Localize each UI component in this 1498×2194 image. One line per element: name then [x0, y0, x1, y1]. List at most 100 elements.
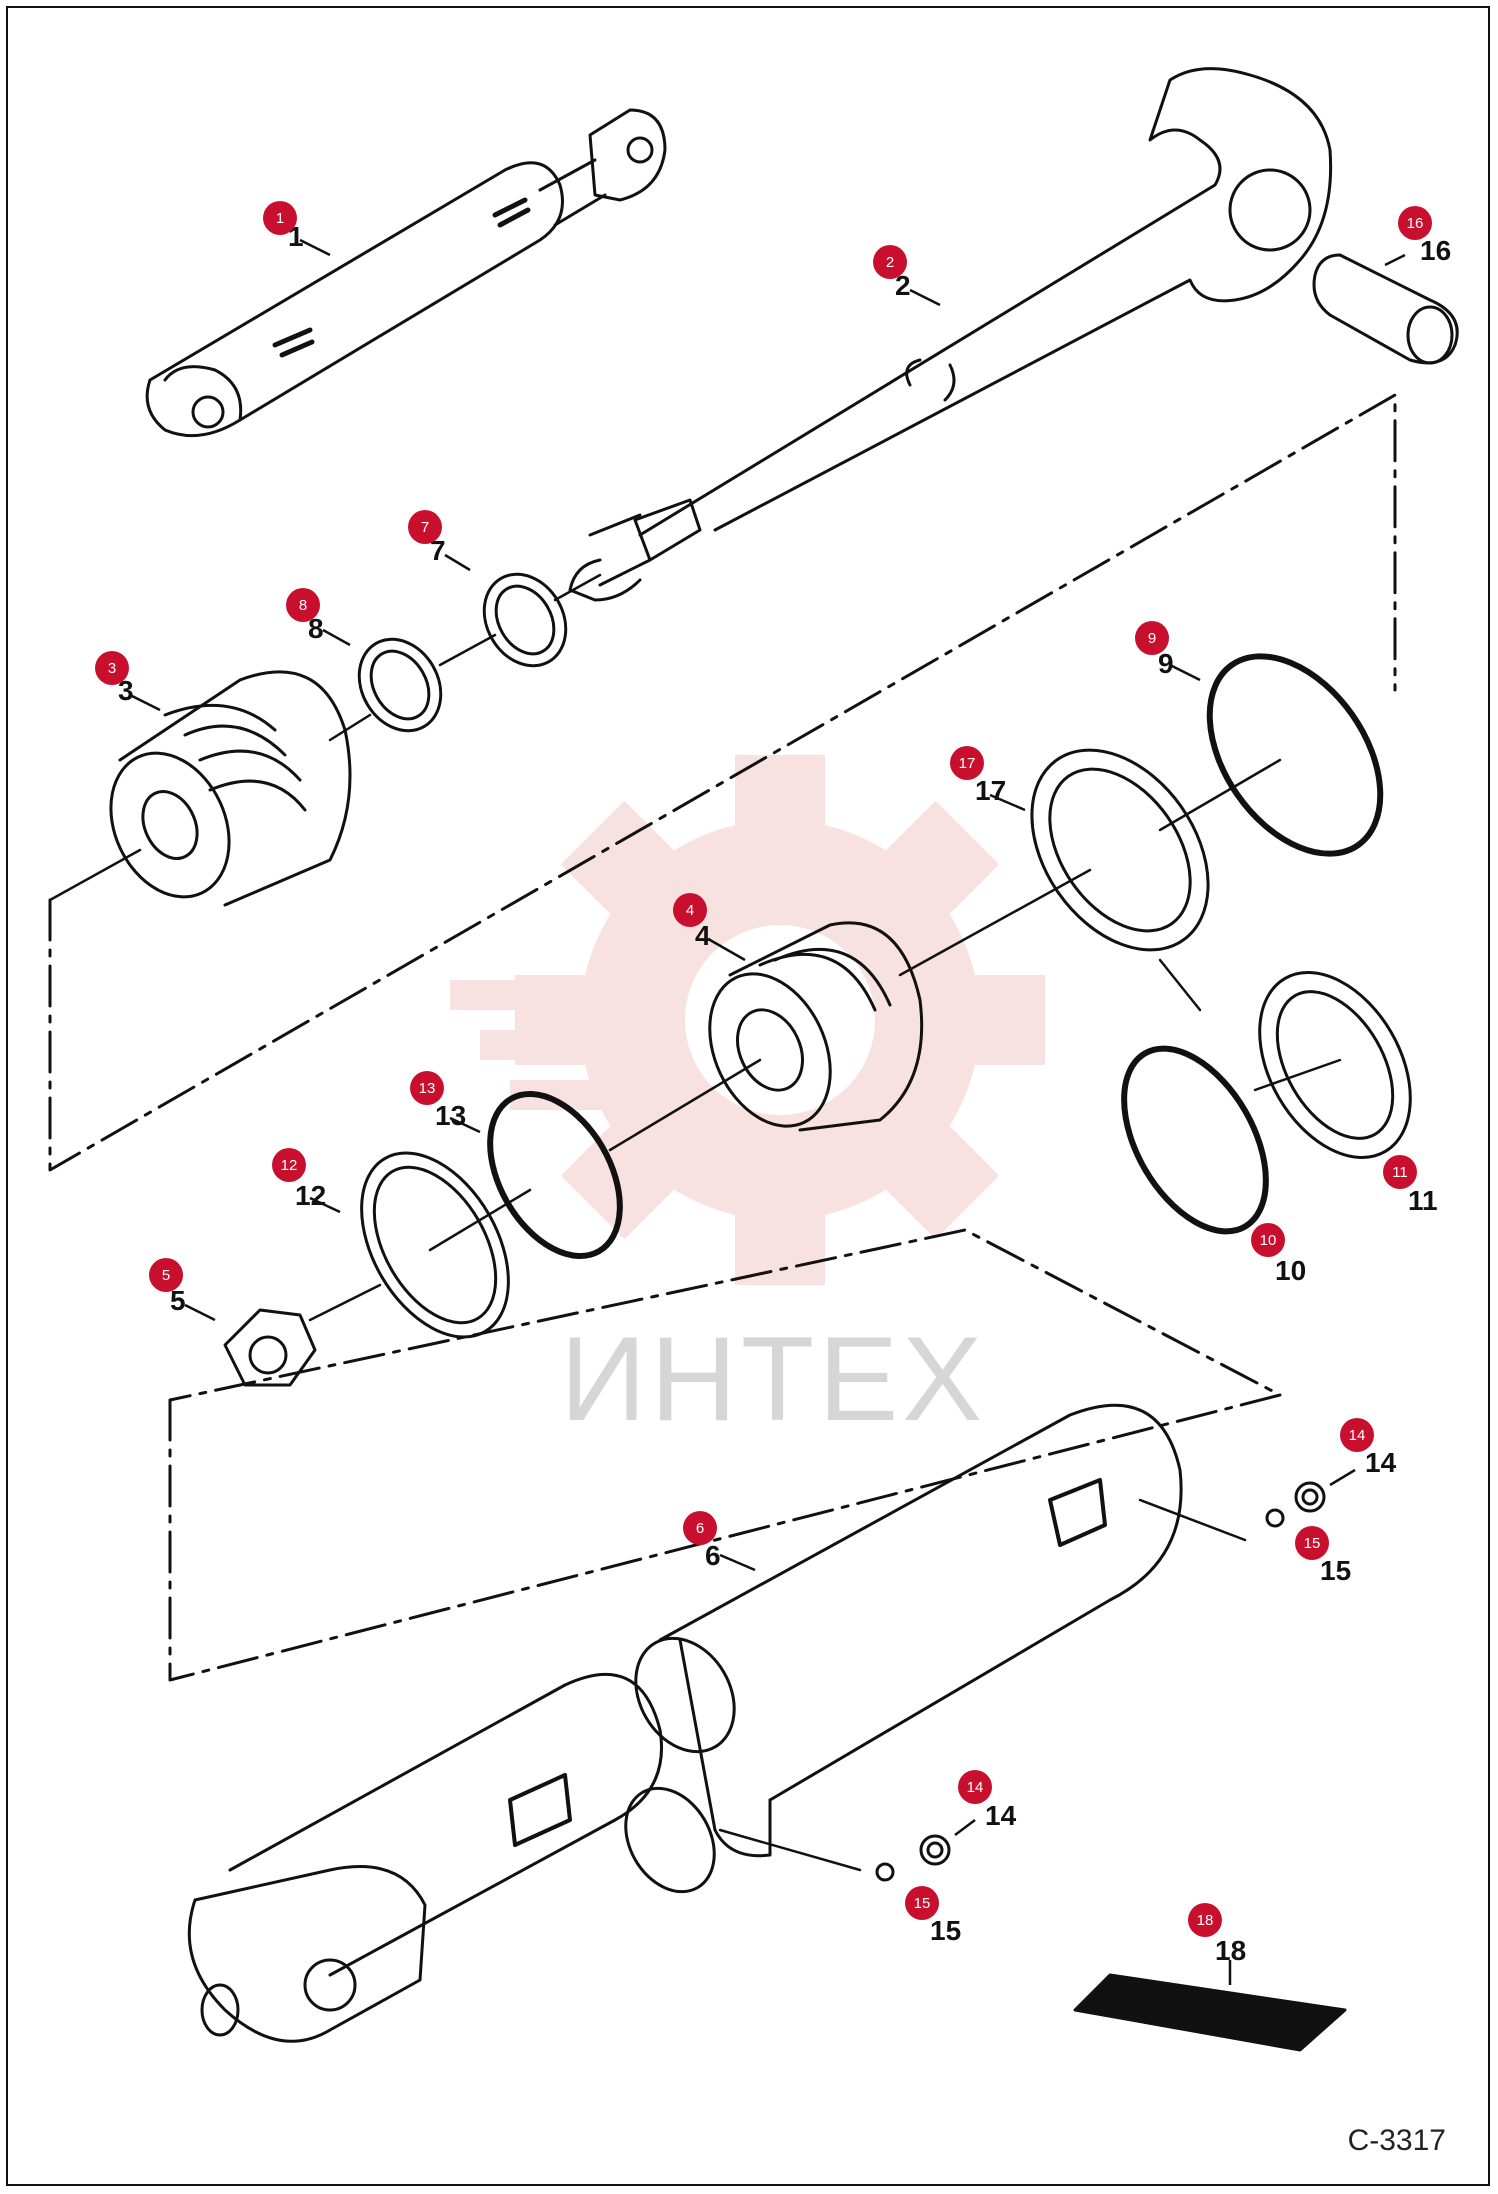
- callout-badge-label: 9: [1148, 630, 1156, 647]
- part-14-plug-top: [1294, 1481, 1326, 1513]
- part-4-piston: [708, 921, 924, 1132]
- callout-badge-label: 15: [914, 1895, 931, 1912]
- callout-leader-line: [322, 628, 351, 647]
- callout-badge[interactable]: [1135, 621, 1169, 655]
- callout-badge[interactable]: [1188, 1903, 1222, 1937]
- callout-number-label: 13: [435, 1100, 466, 1131]
- callout-badge[interactable]: [873, 245, 907, 279]
- callout-badge[interactable]: [95, 651, 129, 685]
- callout-badge[interactable]: [958, 1770, 992, 1804]
- callout-2[interactable]: 22: [873, 245, 941, 307]
- callout-badge[interactable]: [683, 1511, 717, 1545]
- part-15-o-ring-bottom: [875, 1862, 895, 1882]
- callout-number-label: 15: [1320, 1555, 1351, 1586]
- callout-4[interactable]: 44: [673, 893, 746, 962]
- callout-badge[interactable]: [272, 1148, 306, 1182]
- callout-9[interactable]: 99: [1135, 621, 1201, 682]
- callout-8[interactable]: 88: [286, 588, 351, 647]
- callout-3[interactable]: 33: [95, 651, 161, 712]
- callout-badge-label: 11: [1392, 1164, 1408, 1181]
- callout-badge[interactable]: [1383, 1155, 1417, 1189]
- callout-badge-label: 15: [1304, 1535, 1321, 1552]
- callout-badge-label: 18: [1197, 1912, 1214, 1929]
- callout-badge-label: 4: [686, 902, 694, 919]
- callout-number-label: 14: [985, 1800, 1017, 1831]
- callout-number-label: 8: [308, 613, 324, 644]
- part-6-cylinder-barrel: [187, 1403, 1183, 2043]
- callout-5[interactable]: 55: [149, 1258, 216, 1322]
- callout-badge[interactable]: [1340, 1418, 1374, 1452]
- callout-leader-line: [1384, 253, 1406, 267]
- part-5-lock-nut: [223, 1308, 317, 1387]
- diagram-frame: [6, 6, 1490, 2186]
- callout-badge[interactable]: [410, 1071, 444, 1105]
- callout-leader-line: [719, 1553, 756, 1572]
- callout-number-label: 9: [1158, 648, 1174, 679]
- part-15-o-ring-top: [1265, 1508, 1285, 1528]
- callout-badge[interactable]: [286, 588, 320, 622]
- callout-badge[interactable]: [263, 201, 297, 235]
- callout-number-label: 16: [1420, 235, 1451, 266]
- callout-leader-line: [309, 1196, 341, 1214]
- callout-number-label: 17: [975, 775, 1006, 806]
- callout-leader-line: [129, 693, 161, 712]
- callout-badge[interactable]: [950, 746, 984, 780]
- callout-badge[interactable]: [408, 510, 442, 544]
- callout-badge-label: 3: [108, 660, 116, 677]
- callout-leader-line: [989, 793, 1026, 812]
- part-8-wiper-seal: [357, 637, 443, 733]
- callout-7[interactable]: 77: [408, 510, 471, 572]
- callout-number-label: 10: [1275, 1255, 1306, 1286]
- callout-number-label: 11: [1408, 1185, 1438, 1216]
- part-3-gland: [109, 670, 352, 907]
- callout-leader-line: [1329, 1468, 1356, 1487]
- callout-badge-label: 14: [967, 1779, 984, 1796]
- callout-badge[interactable]: [1251, 1223, 1285, 1257]
- axis-lines: [48, 573, 1342, 1872]
- callout-6[interactable]: 66: [683, 1511, 756, 1572]
- callout-badge-label: 17: [959, 755, 976, 772]
- callout-badge-label: 13: [419, 1080, 436, 1097]
- callout-badge[interactable]: [673, 893, 707, 927]
- callout-badge-label: 6: [696, 1520, 704, 1537]
- callout-leader-line: [444, 553, 471, 572]
- part-17-backup-ring: [1030, 748, 1210, 952]
- part-1-cylinder-rod: [145, 108, 667, 438]
- callout-leader-line: [449, 1116, 481, 1134]
- callout-badge[interactable]: [1295, 1526, 1329, 1560]
- assembly-lines: [48, 393, 1397, 1682]
- part-16-bushing: [1312, 253, 1459, 365]
- callout-number-label: 3: [118, 675, 134, 706]
- callout-badge[interactable]: [1398, 206, 1432, 240]
- part-18-decal: [1073, 1973, 1347, 2052]
- part-10-o-ring: [1121, 1045, 1269, 1235]
- callout-number-label: 2: [895, 270, 911, 301]
- callout-badge-label: 14: [1349, 1427, 1366, 1444]
- callout-number-label: 14: [1365, 1447, 1397, 1478]
- callout-badge-label: 2: [886, 254, 894, 271]
- watermark-text: ИНТЕХ: [560, 1312, 986, 1446]
- callout-leader-line: [954, 1819, 976, 1836]
- callout-1[interactable]: 11: [263, 201, 331, 257]
- callout-number-label: 15: [930, 1915, 961, 1946]
- callout-number-label: 18: [1215, 1935, 1246, 1966]
- watermark-gear-logo: [450, 755, 1045, 1285]
- callout-badge[interactable]: [905, 1886, 939, 1920]
- callout-number-label: 7: [430, 535, 446, 566]
- callout-badge-label: 10: [1260, 1232, 1277, 1249]
- callout-badge-label: 7: [421, 519, 429, 536]
- callout-badge[interactable]: [149, 1258, 183, 1292]
- part-7-rod-seal: [482, 572, 568, 668]
